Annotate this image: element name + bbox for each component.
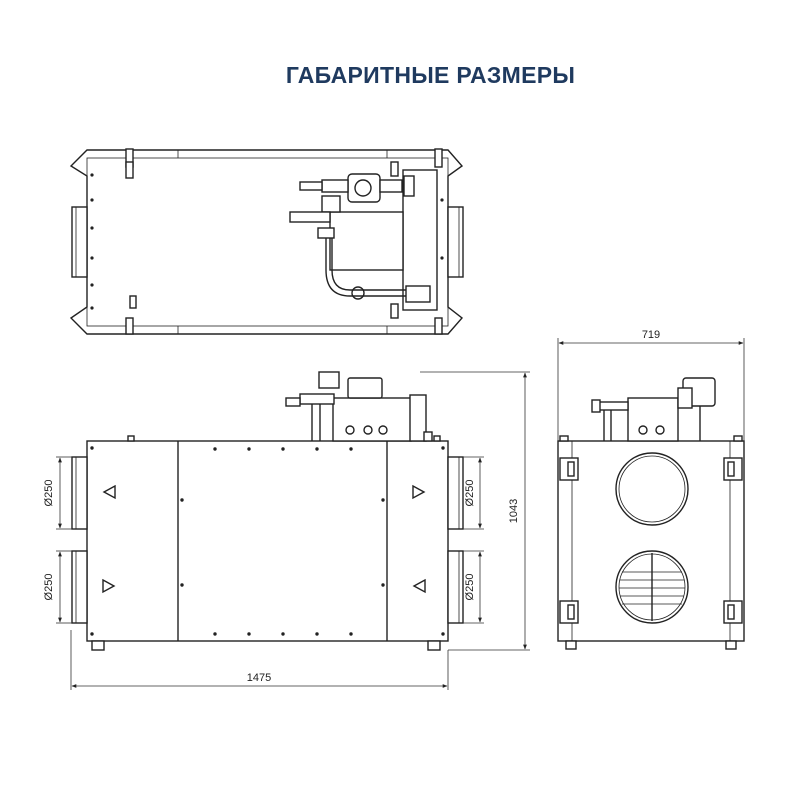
side-view-top-assembly [559, 377, 743, 442]
top-view [69, 148, 464, 335]
side-lower-duct-grille [615, 550, 689, 624]
duct-diameter-bottom-right: Ø250 [464, 574, 476, 601]
height-dimension-label: 1043 [508, 499, 520, 523]
page-title: ГАБАРИТНЫЕ РАЗМЕРЫ [285, 62, 576, 88]
dimension-lines [56, 338, 745, 690]
front-left-duct-collars [71, 456, 88, 624]
airflow-arrow-top-right [412, 484, 426, 500]
front-view-valve-assembly [285, 371, 433, 442]
airflow-arrow-bottom-right [412, 578, 426, 594]
depth-dimension-label: 719 [642, 329, 660, 341]
top-view-piping-assembly [289, 169, 438, 311]
front-view-bolts [90, 446, 445, 636]
airflow-arrow-bottom-left [102, 578, 116, 594]
front-view-body [86, 440, 449, 642]
width-dimension-label: 1475 [247, 672, 271, 684]
side-view-body [557, 440, 745, 642]
top-left-duct-stub [71, 206, 88, 278]
front-view [71, 371, 464, 651]
duct-diameter-top-right: Ø250 [464, 480, 476, 507]
side-upper-duct [615, 452, 689, 526]
side-view [557, 377, 745, 650]
duct-diameter-bottom-left: Ø250 [43, 574, 55, 601]
airflow-arrow-top-left [102, 484, 116, 500]
side-view-corner-brackets [559, 457, 743, 624]
top-view-bolts [90, 173, 444, 310]
top-view-brackets [125, 148, 443, 335]
top-right-duct-stub [447, 206, 464, 278]
duct-diameter-top-left: Ø250 [43, 480, 55, 507]
front-right-duct-collars [447, 456, 464, 624]
